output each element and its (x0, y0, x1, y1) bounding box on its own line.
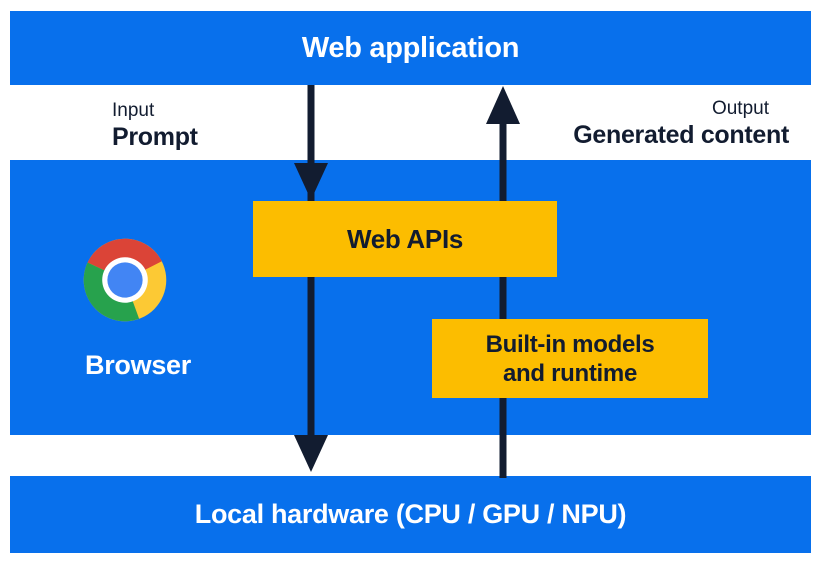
chrome-logo-icon (83, 238, 167, 322)
chrome-logo-blue-center (107, 262, 143, 298)
builtin-models-label-line1: Built-in models (485, 330, 655, 358)
web-application-band: Web application (10, 11, 811, 85)
output-title: Output (711, 98, 769, 119)
builtin-models-label-line2: and runtime (502, 359, 638, 387)
web-apis-label: Web APIs (346, 223, 464, 254)
web-application-label: Web application (301, 31, 520, 64)
web-apis-box: Web APIs (253, 201, 557, 277)
local-hardware-band: Local hardware (CPU / GPU / NPU) (10, 476, 811, 553)
output-value: Generated content (573, 121, 789, 149)
input-value: Prompt (112, 123, 198, 151)
prompt-arrowhead-to-hardware (294, 435, 328, 472)
local-hardware-label: Local hardware (CPU / GPU / NPU) (194, 499, 627, 529)
output-label-group: Output Generated content (573, 97, 789, 149)
input-label-group: Input Prompt (112, 99, 198, 151)
output-arrowhead-to-web-app (486, 86, 520, 124)
builtin-models-box: Built-in models and runtime (432, 319, 708, 398)
browser-label: Browser (85, 350, 191, 380)
input-title: Input (112, 100, 155, 121)
